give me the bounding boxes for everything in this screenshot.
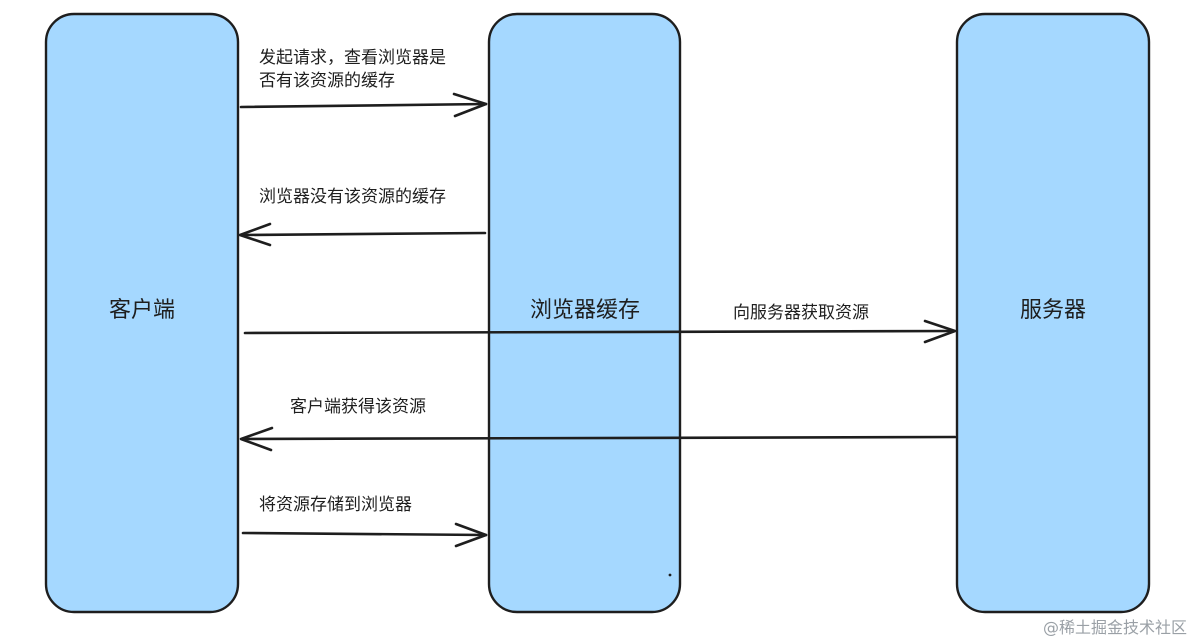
message-arrow-request [239, 92, 488, 118]
watermark: @稀土掘金技术社区 [1043, 618, 1187, 637]
browser-cache-lifeline-box [487, 12, 682, 614]
client-lifeline-box [44, 12, 240, 614]
message-label-request-line1: 发起请求，查看浏览器是 [259, 48, 446, 68]
client-label: 客户端 [109, 298, 175, 323]
message-label-fetch-server: 向服务器获取资源 [733, 303, 869, 323]
message-arrow-store-cache [241, 522, 488, 548]
message-label-store-cache: 将资源存储到浏览器 [259, 495, 412, 515]
server-label: 服务器 [1020, 298, 1086, 323]
message-label-cache-miss: 浏览器没有该资源的缓存 [259, 187, 446, 207]
stray-dot [668, 573, 672, 577]
message-label-request-line2: 否有该资源的缓存 [259, 71, 395, 91]
message-arrow-cache-miss [238, 222, 487, 247]
message-arrow-fetch-server [243, 319, 957, 344]
message-arrow-server-response [239, 426, 957, 452]
server-lifeline-box [955, 12, 1151, 614]
message-label-server-response: 客户端获得该资源 [290, 397, 426, 417]
browser-cache-label: 浏览器缓存 [530, 298, 640, 323]
